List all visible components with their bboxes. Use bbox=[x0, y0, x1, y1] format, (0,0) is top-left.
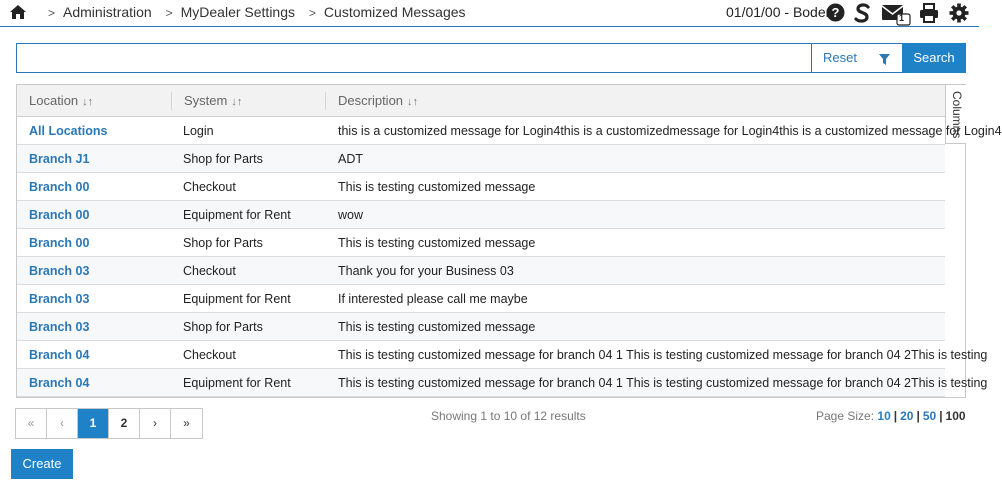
cell-system: Equipment for Rent bbox=[183, 208, 291, 222]
cell-description: This is testing customized message for b… bbox=[338, 376, 988, 390]
table-row[interactable]: Branch 00 Shop for Parts This is testing… bbox=[17, 229, 945, 257]
cell-system: Equipment for Rent bbox=[183, 376, 291, 390]
sort-icon[interactable]: ↓↑ bbox=[82, 96, 94, 108]
last-page-button[interactable]: » bbox=[171, 409, 202, 438]
cell-location[interactable]: All Locations bbox=[29, 124, 108, 138]
cell-description: This is testing customized message bbox=[338, 320, 536, 334]
breadcrumb-separator: > bbox=[308, 6, 316, 20]
cell-description: Thank you for your Business 03 bbox=[338, 264, 514, 278]
create-button[interactable]: Create bbox=[11, 449, 73, 479]
table-row[interactable]: Branch 00 Checkout This is testing custo… bbox=[17, 173, 945, 201]
svg-text:?: ? bbox=[832, 5, 840, 20]
reset-button[interactable]: Reset bbox=[811, 43, 869, 73]
s-logo-icon[interactable] bbox=[854, 3, 871, 26]
cell-system: Shop for Parts bbox=[183, 236, 263, 250]
cell-location[interactable]: Branch J1 bbox=[29, 152, 90, 166]
page-2-button[interactable]: 2 bbox=[109, 409, 140, 438]
mail-icon[interactable] bbox=[881, 3, 911, 28]
table-row[interactable]: Branch 03 Checkout Thank you for your Bu… bbox=[17, 257, 945, 285]
next-page-button[interactable]: › bbox=[140, 409, 171, 438]
table-row[interactable]: Branch 00 Equipment for Rent wow bbox=[17, 201, 945, 229]
sort-icon[interactable]: ↓↑ bbox=[231, 96, 243, 108]
cell-location[interactable]: Branch 03 bbox=[29, 292, 90, 306]
cell-description: This is testing customized message bbox=[338, 236, 536, 250]
cell-location[interactable]: Branch 00 bbox=[29, 236, 90, 250]
table-row[interactable]: Branch 03 Equipment for Rent If interest… bbox=[17, 285, 945, 313]
cell-location[interactable]: Branch 03 bbox=[29, 320, 90, 334]
search-input[interactable] bbox=[16, 43, 812, 73]
filter-button[interactable] bbox=[868, 43, 903, 73]
sort-icon[interactable]: ↓↑ bbox=[407, 96, 419, 108]
page-size-label: Page Size: bbox=[816, 409, 875, 423]
grid-header: Location↓↑ System↓↑ Description↓↑ bbox=[17, 85, 945, 117]
date-user-label: 01/01/00 - Boder bbox=[726, 4, 831, 20]
page-size-20[interactable]: 20 bbox=[900, 409, 914, 423]
column-header-system[interactable]: System↓↑ bbox=[184, 93, 243, 108]
breadcrumb-customized-messages: Customized Messages bbox=[323, 4, 466, 20]
messages-grid: Location↓↑ System↓↑ Description↓↑ Column… bbox=[16, 84, 1002, 398]
table-row[interactable]: Branch J1 Shop for Parts ADT bbox=[17, 145, 945, 173]
top-bar: > Administration > MyDealer Settings > Cust… bbox=[0, 0, 979, 27]
breadcrumb-mydealer-settings[interactable]: MyDealer Settings bbox=[180, 4, 296, 20]
cell-description: ADT bbox=[338, 152, 363, 166]
cell-system: Checkout bbox=[183, 348, 236, 362]
cell-description: this is a customized message for Login4t… bbox=[338, 124, 1002, 138]
cell-system: Shop for Parts bbox=[183, 320, 263, 334]
cell-system: Login bbox=[183, 124, 214, 138]
cell-description: wow bbox=[338, 208, 364, 222]
columns-panel-toggle[interactable]: Columns bbox=[945, 85, 966, 144]
gear-icon[interactable] bbox=[949, 3, 969, 26]
print-icon[interactable] bbox=[919, 3, 939, 26]
cell-location[interactable]: Branch 04 bbox=[29, 376, 90, 390]
filter-icon bbox=[879, 53, 890, 68]
table-row[interactable]: All Locations Login this is a customized… bbox=[17, 117, 1002, 145]
column-divider[interactable] bbox=[325, 92, 326, 110]
page-size-100[interactable]: 100 bbox=[945, 409, 966, 423]
column-divider[interactable] bbox=[171, 92, 172, 110]
cell-system: Shop for Parts bbox=[183, 152, 263, 166]
cell-location[interactable]: Branch 04 bbox=[29, 348, 90, 362]
cell-location[interactable]: Branch 03 bbox=[29, 264, 90, 278]
cell-description: If interested please call me maybe bbox=[338, 292, 528, 306]
prev-page-button[interactable]: ‹ bbox=[47, 409, 78, 438]
table-row[interactable]: Branch 04 Checkout This is testing custo… bbox=[17, 341, 988, 369]
page-size-50[interactable]: 50 bbox=[922, 409, 937, 423]
breadcrumb-separator: > bbox=[165, 6, 173, 20]
first-page-button[interactable]: « bbox=[16, 409, 47, 438]
breadcrumb-administration[interactable]: Administration bbox=[63, 4, 152, 20]
cell-location[interactable]: Branch 00 bbox=[29, 208, 90, 222]
cell-description: This is testing customized message for b… bbox=[338, 348, 988, 362]
breadcrumb-separator: > bbox=[48, 6, 56, 20]
cell-system: Checkout bbox=[183, 180, 236, 194]
mail-badge: 1 bbox=[899, 13, 905, 23]
column-header-description[interactable]: Description↓↑ bbox=[338, 93, 419, 108]
table-row[interactable]: Branch 04 Equipment for Rent This is tes… bbox=[17, 369, 988, 397]
grid-body: All Locations Login this is a customized… bbox=[17, 117, 1002, 397]
page-size-10[interactable]: 10 bbox=[877, 409, 891, 423]
columns-tab-label: Columns bbox=[950, 91, 964, 139]
pagination: « ‹ 1 2 › » bbox=[15, 408, 203, 439]
cell-system: Checkout bbox=[183, 264, 236, 278]
cell-description: This is testing customized message bbox=[338, 180, 536, 194]
breadcrumb: > Administration > MyDealer Settings > Cust… bbox=[48, 4, 476, 20]
help-icon[interactable]: ? bbox=[826, 3, 845, 25]
table-row[interactable]: Branch 03 Shop for Parts This is testing… bbox=[17, 313, 945, 341]
search-button[interactable]: Search bbox=[902, 43, 966, 73]
column-header-location[interactable]: Location↓↑ bbox=[29, 93, 94, 108]
page-1-button[interactable]: 1 bbox=[78, 409, 109, 438]
results-summary: Showing 1 to 10 of 12 results bbox=[431, 409, 586, 423]
page-size-selector: Page Size: 10|20|50|100 bbox=[816, 409, 966, 423]
cell-location[interactable]: Branch 00 bbox=[29, 180, 90, 194]
cell-system: Equipment for Rent bbox=[183, 292, 291, 306]
home-icon[interactable] bbox=[10, 5, 28, 21]
